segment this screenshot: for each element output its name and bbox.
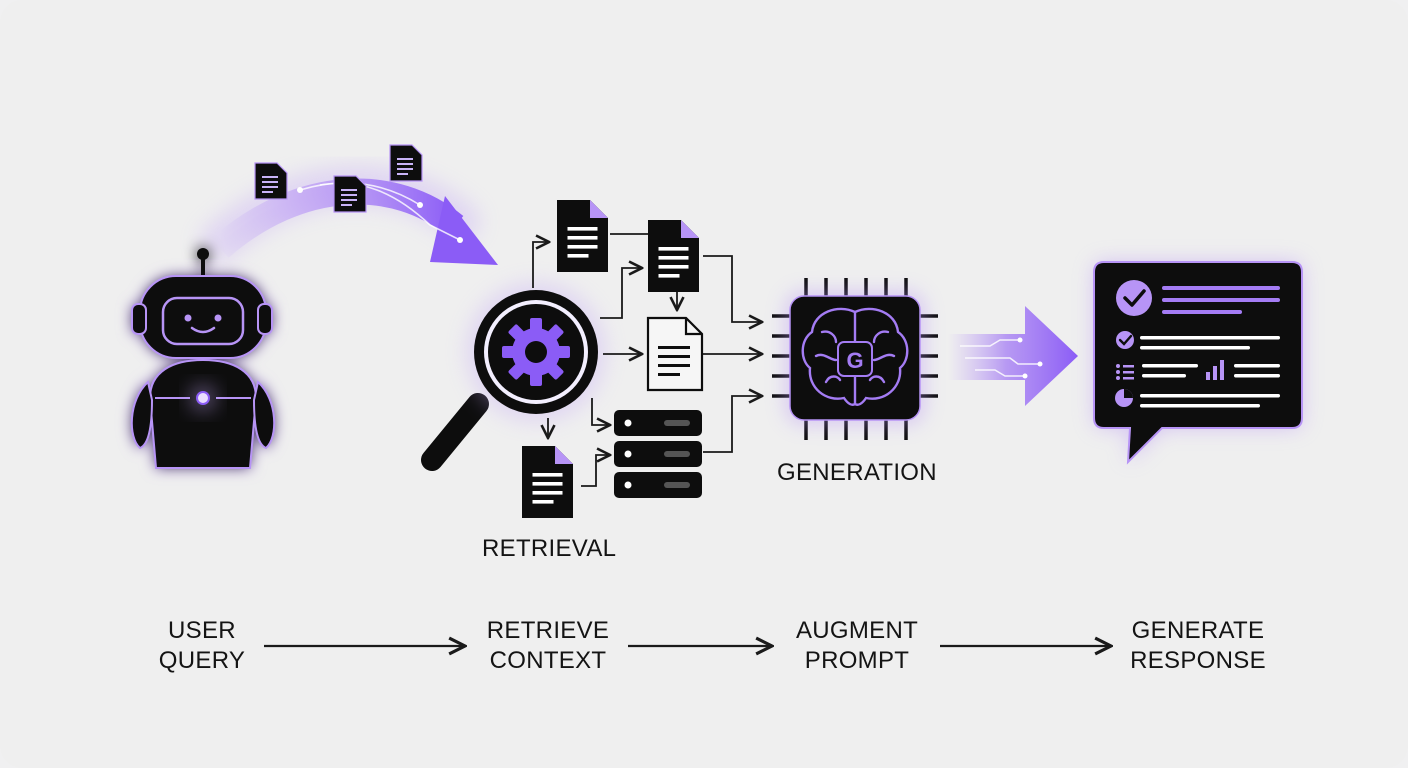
query-arc-arrow xyxy=(200,144,498,265)
document-icon xyxy=(333,175,367,213)
step-retrieve-context: RETRIEVE CONTEXT xyxy=(473,616,623,676)
generate-arrow xyxy=(948,306,1078,406)
database-icon xyxy=(614,410,702,498)
document-icon xyxy=(389,144,423,182)
step-line: RESPONSE xyxy=(1130,647,1266,674)
step-line: PROMPT xyxy=(804,647,910,674)
step-generate-response: GENERATE RESPONSE xyxy=(1120,616,1276,676)
step-line: RETRIEVE xyxy=(486,617,610,644)
document-icon xyxy=(557,200,608,272)
brain-chip-icon: G xyxy=(772,278,938,440)
bar-chart-icon xyxy=(1206,360,1224,380)
step-augment-prompt: AUGMENT PROMPT xyxy=(782,616,932,676)
check-icon xyxy=(1116,331,1134,349)
magnifier-gear-icon xyxy=(421,282,606,471)
step-line: CONTEXT xyxy=(489,647,607,674)
step-line: AUGMENT xyxy=(795,617,919,644)
chat-response-icon xyxy=(1093,261,1303,465)
check-icon xyxy=(1116,280,1152,316)
list-icon xyxy=(1116,364,1134,380)
retrieval-label: RETRIEVAL xyxy=(482,535,617,562)
step-line: QUERY xyxy=(158,647,246,674)
robot-icon xyxy=(130,248,276,469)
step-user-query: USER QUERY xyxy=(142,616,262,676)
generation-label: GENERATION xyxy=(777,459,937,486)
document-outline-icon xyxy=(646,316,704,392)
step-line: GENERATE xyxy=(1131,617,1265,644)
step-line: USER xyxy=(168,617,236,644)
pie-chart-icon xyxy=(1115,389,1133,407)
document-icon xyxy=(254,162,288,200)
document-icon xyxy=(522,446,573,518)
retrieval-connectors xyxy=(532,233,762,487)
document-icon xyxy=(648,220,699,292)
chip-letter: G xyxy=(846,348,863,373)
